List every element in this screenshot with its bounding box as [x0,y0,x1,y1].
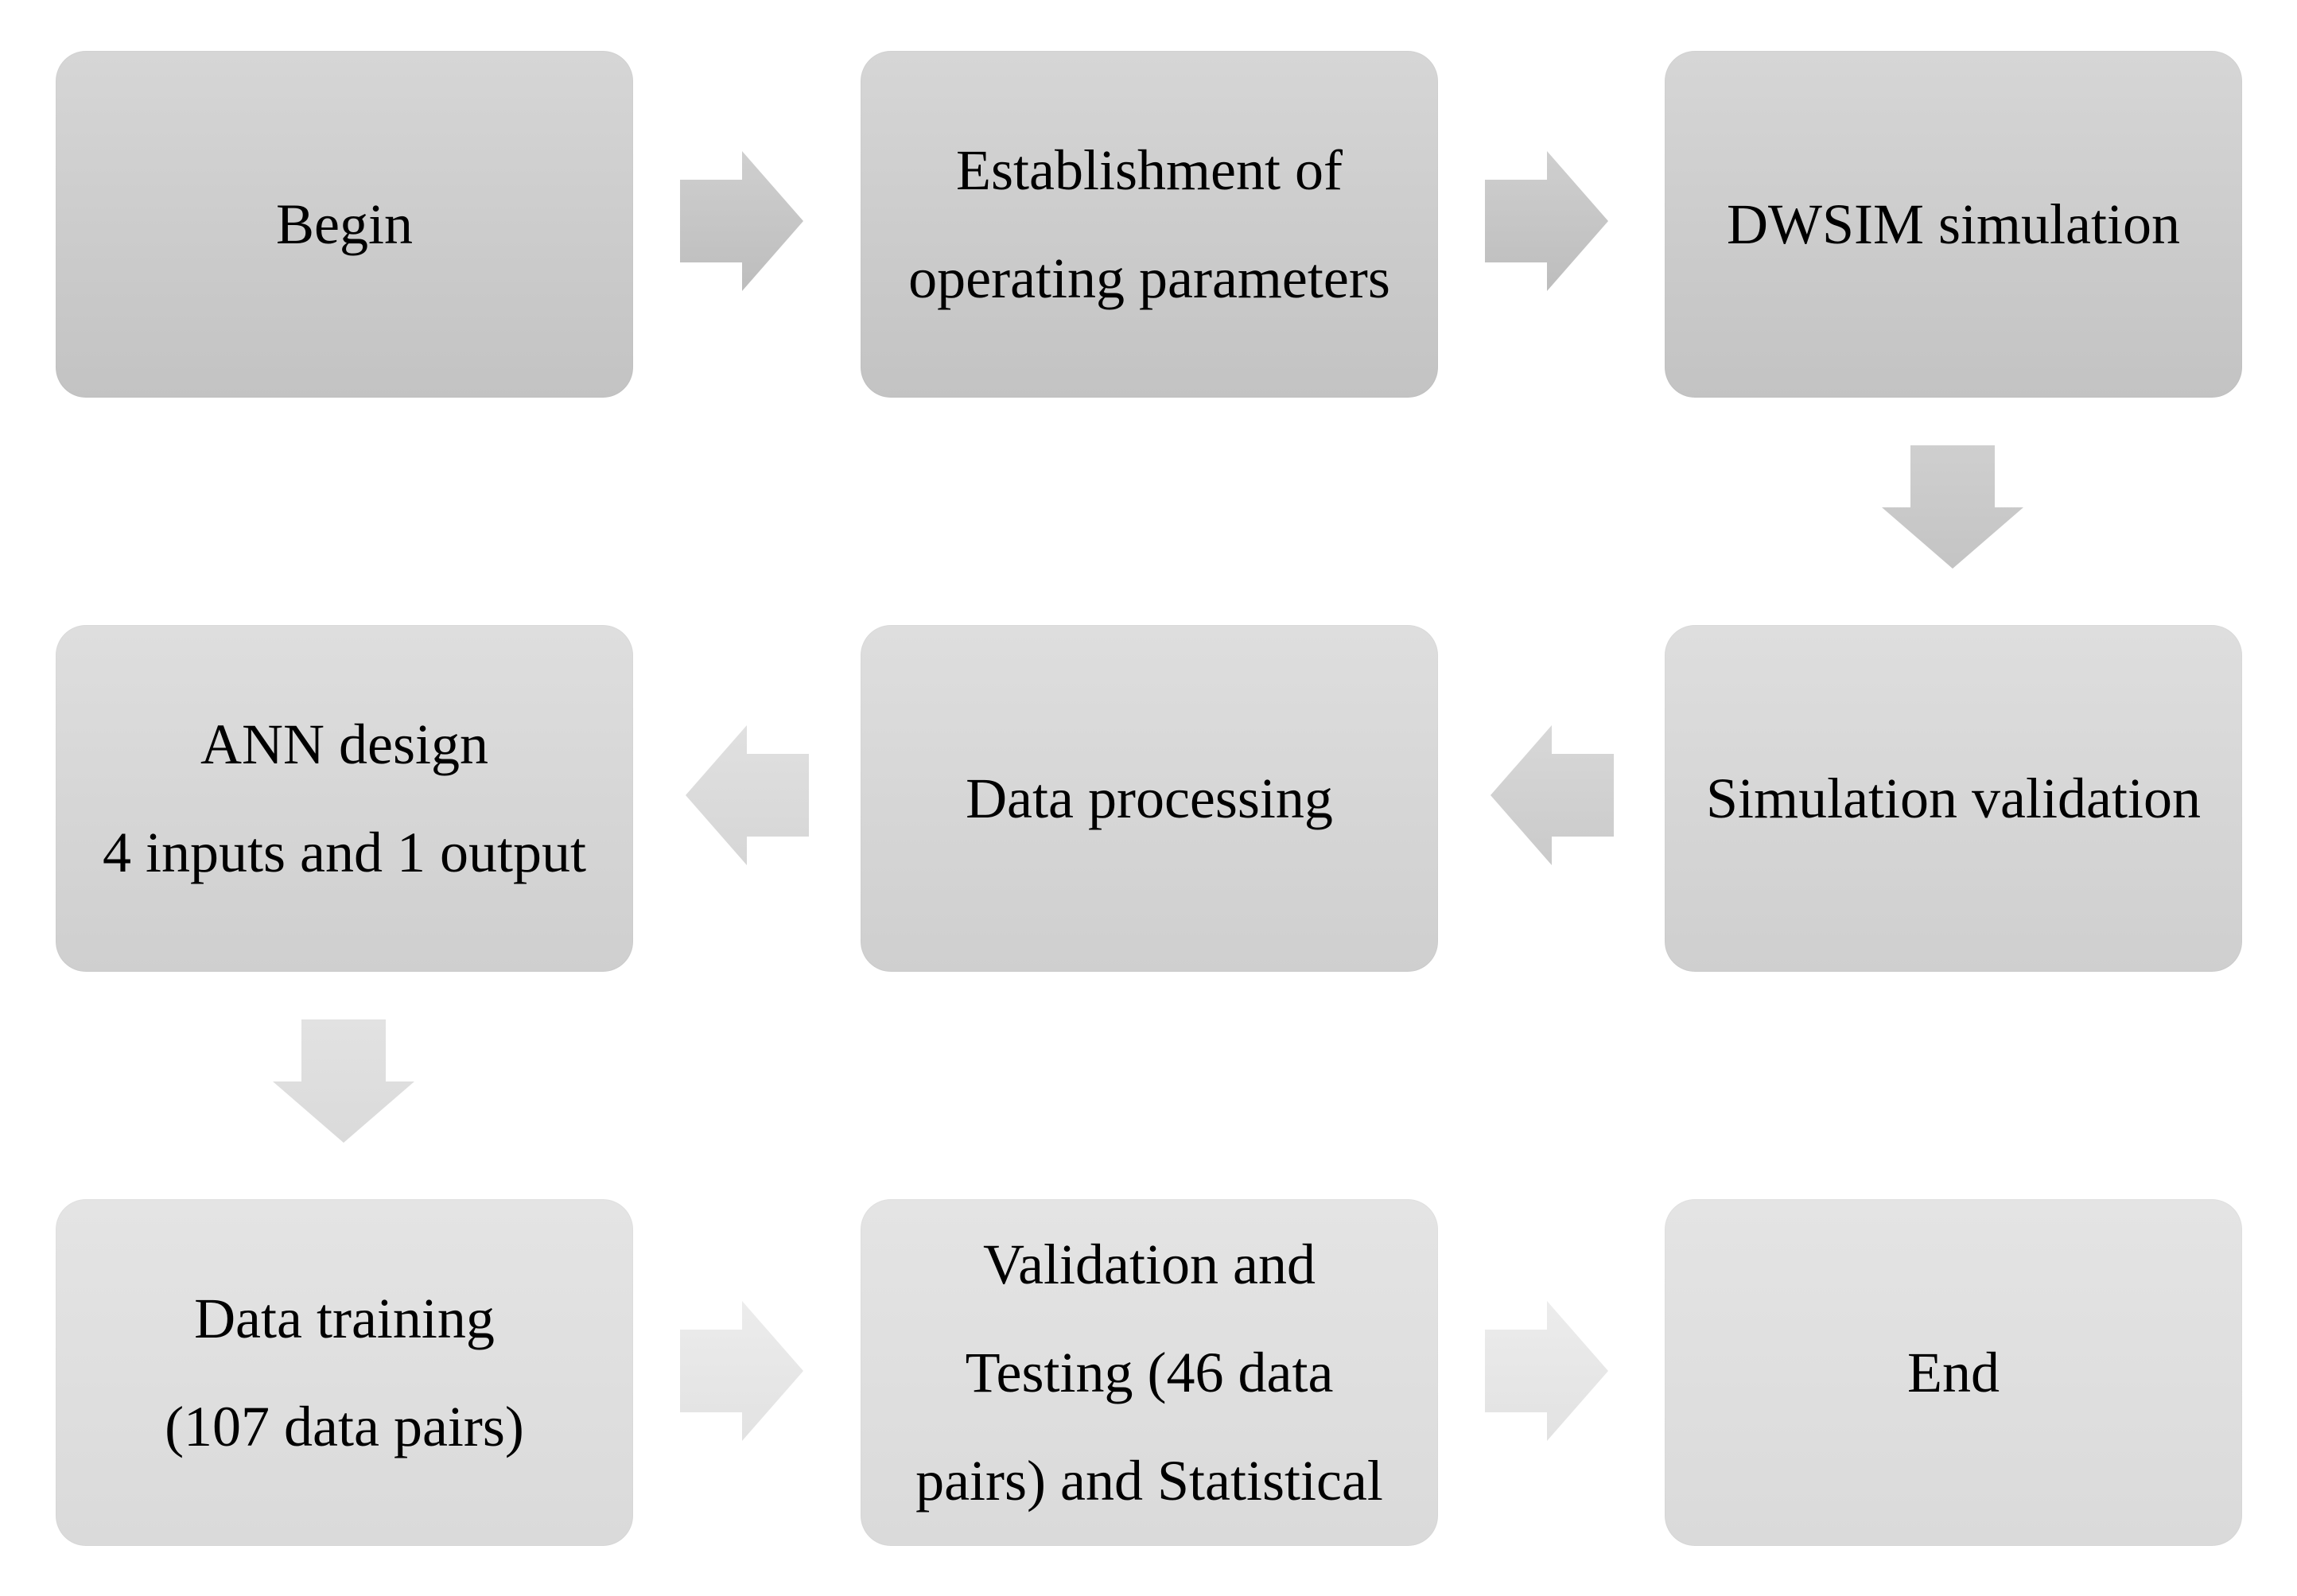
arrow-right-icon [680,1301,803,1441]
step-data-training-line-1: Data training [194,1287,495,1350]
step-establishment: Establishment of operating parameters [861,51,1438,398]
step-ann-design: ANN design 4 inputs and 1 output [56,625,633,972]
arrow-right-icon [1485,151,1608,291]
step-dwsim-label: DWSIM simulation [1727,192,2180,256]
step-data-training-line-2: (107 data pairs) [165,1395,524,1458]
step-begin: Begin [56,51,633,398]
arrow-left-icon [1491,725,1614,865]
step-validation-testing-line-2: Testing (46 data [965,1341,1334,1404]
arrow-right-icon [680,151,803,291]
step-end-label: End [1907,1341,2000,1404]
arrow-left-icon [686,725,809,865]
step-simulation-validation: Simulation validation [1665,625,2242,972]
step-ann-line-1: ANN design [200,713,488,776]
step-dwsim-simulation: DWSIM simulation [1665,51,2242,398]
arrow-right-icon [1485,1301,1608,1441]
step-validation-testing-line-1: Validation and [983,1233,1316,1296]
step-ann-line-2: 4 inputs and 1 output [103,821,586,884]
step-begin-label: Begin [276,192,413,256]
step-validation-testing-line-3: pairs) and Statistical [915,1449,1383,1513]
step-data-processing: Data processing [861,625,1438,972]
step-end: End [1665,1199,2242,1546]
arrow-down-icon [1882,445,2023,569]
step-data-processing-label: Data processing [966,767,1333,830]
step-validation-testing: Validation and Testing (46 data pairs) a… [861,1199,1438,1546]
step-establishment-line-2: operating parameters [908,247,1390,310]
step-establishment-line-1: Establishment of [956,138,1343,202]
step-simulation-validation-label: Simulation validation [1706,767,2201,830]
arrow-down-icon [273,1019,414,1143]
step-data-training: Data training (107 data pairs) [56,1199,633,1546]
